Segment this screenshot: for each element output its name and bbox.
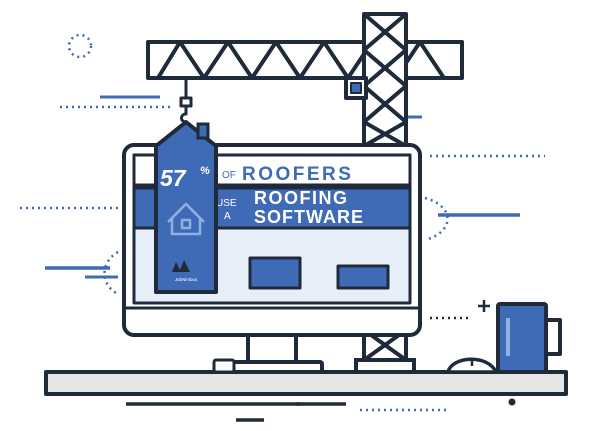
mug-icon xyxy=(496,302,562,374)
mug-body xyxy=(496,302,548,374)
stat-percent-sign: % xyxy=(200,165,210,177)
dotted-arc-decoration xyxy=(103,250,119,296)
sparkle-icon xyxy=(478,300,490,312)
crane-cab-window xyxy=(350,82,362,94)
jobnimbus-logo-icon: JobNimbus xyxy=(172,260,198,282)
screen-card xyxy=(248,256,302,290)
tag-shape xyxy=(154,120,218,294)
stat-of-label: OF xyxy=(222,170,236,181)
hanging-tag: 57 % JobNimbus xyxy=(154,120,218,294)
background-decorations xyxy=(20,33,545,412)
keyboard xyxy=(212,358,236,374)
crane-base xyxy=(354,358,416,374)
dotted-arc-decoration xyxy=(424,196,449,242)
mug-handle xyxy=(546,318,562,356)
stat-software-label: SOFTWARE xyxy=(254,207,364,227)
stat-roofing-label: ROOFING xyxy=(254,188,349,208)
stat-roofers-label: ROOFERS xyxy=(242,164,353,185)
dotted-circle-decoration xyxy=(67,33,93,59)
screen-card xyxy=(336,264,390,290)
desk-dot xyxy=(508,398,516,406)
tag-chimney xyxy=(196,122,210,140)
screen-text: OF ROOFERS USE A ROOFING SOFTWARE xyxy=(216,164,364,227)
stat-use-label: USE xyxy=(216,198,237,209)
desk-top xyxy=(44,370,568,396)
brand-logo-text: JobNimbus xyxy=(175,277,198,282)
mouse-icon xyxy=(446,357,498,374)
house-icon xyxy=(167,202,205,236)
stat-a-label: A xyxy=(224,211,231,222)
stat-number: 57 xyxy=(160,165,187,191)
desk xyxy=(44,370,568,422)
crane-hook-block xyxy=(179,96,193,108)
crane-hook xyxy=(180,106,188,124)
